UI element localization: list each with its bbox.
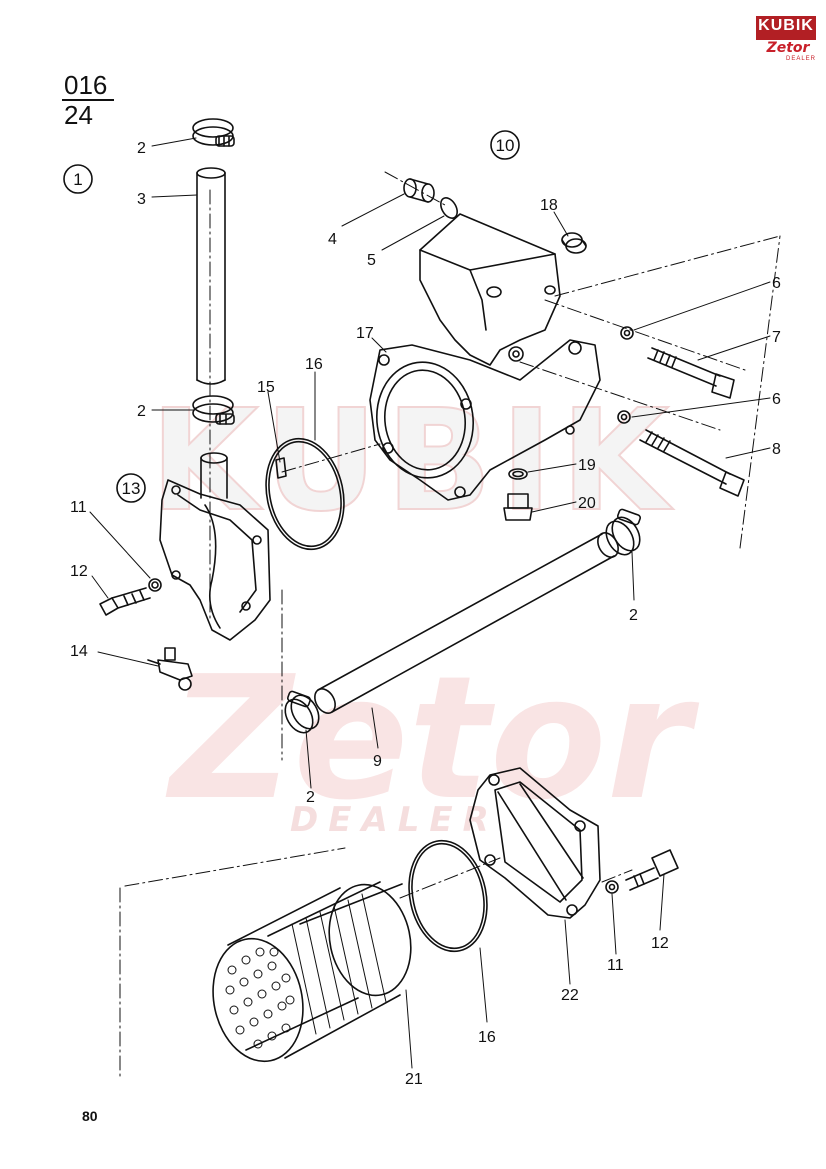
leader-lines <box>89 137 771 1069</box>
thermostat-housing <box>369 213 601 501</box>
drain-valve <box>147 647 193 691</box>
part-callout: 22 <box>561 987 579 1004</box>
part-callout: 9 <box>373 753 382 770</box>
filter-cover-22 <box>469 767 601 919</box>
watermark-tag: DEALER <box>290 800 499 840</box>
long-hose-9 <box>314 532 619 714</box>
part-callout: 16 <box>305 356 323 373</box>
outlet-elbow-housing <box>159 452 271 641</box>
plug-18 <box>561 232 587 254</box>
drain-screw-20 <box>503 493 533 521</box>
part-callout: 8 <box>772 441 781 458</box>
page-number: 80 <box>82 1108 98 1124</box>
logo-sub: Zetor <box>766 40 810 56</box>
sealing-ring-15 <box>275 457 287 479</box>
part-callout: 17 <box>356 325 374 342</box>
logo-box <box>756 16 816 40</box>
bolt-7 <box>647 347 735 399</box>
assembly-axes <box>119 171 781 1079</box>
logo-tag: DEALER <box>786 56 817 62</box>
part-callout: 18 <box>540 197 558 214</box>
part-callout: 14 <box>70 643 88 660</box>
part-callout: 5 <box>367 252 376 269</box>
group-marker-label-10: 10 <box>496 136 515 155</box>
part-callout: 21 <box>405 1071 423 1088</box>
diagram-code-bottom: 24 <box>64 100 93 130</box>
watermark-sub: Zetor <box>170 640 691 838</box>
hose-clamp-top <box>192 118 235 147</box>
o-ring-upper <box>265 437 345 551</box>
part-callout: 16 <box>478 1029 496 1046</box>
group-marker-label-13: 13 <box>122 479 141 498</box>
part-callout: 4 <box>328 231 337 248</box>
vertical-pipe <box>196 167 226 385</box>
seal-19 <box>508 468 528 480</box>
diagram-code-top: 016 <box>64 70 108 100</box>
part-callout: 2 <box>629 607 638 624</box>
part-callout: 20 <box>578 495 596 512</box>
bolt-left <box>99 578 162 616</box>
sleeve-4 <box>403 178 435 203</box>
part-callout: 6 <box>772 391 781 408</box>
part-callout: 12 <box>70 563 88 580</box>
filter-element-21 <box>212 881 412 1063</box>
watermark-brand: KUBIK <box>149 379 677 544</box>
part-callout: 2 <box>306 789 315 806</box>
part-callout: 6 <box>772 275 781 292</box>
part-callout: 11 <box>70 499 87 516</box>
hose-clamp-middle <box>192 395 235 425</box>
part-callout: 7 <box>772 329 781 346</box>
o-ring-small-5 <box>440 197 458 219</box>
part-callout: 15 <box>257 379 275 396</box>
group-markers <box>63 130 520 503</box>
part-callout: 11 <box>607 957 624 974</box>
bolt-8 <box>639 429 745 497</box>
part-callout: 12 <box>651 935 669 952</box>
part-callout: 2 <box>137 403 146 420</box>
part-callout: 19 <box>578 457 596 474</box>
bolt-right <box>605 849 679 894</box>
group-marker-label-1: 1 <box>73 170 82 189</box>
o-ring-lower <box>408 839 488 953</box>
logo-brand: KUBIK <box>758 17 814 34</box>
washers-6 <box>617 326 634 424</box>
part-callout: 3 <box>137 191 146 208</box>
diagram-code-divider <box>62 99 114 101</box>
part-callout: 2 <box>137 140 146 157</box>
hose-clamp-bottom <box>284 690 320 734</box>
brand-logo: KUBIK Zetor DEALER <box>756 16 816 64</box>
